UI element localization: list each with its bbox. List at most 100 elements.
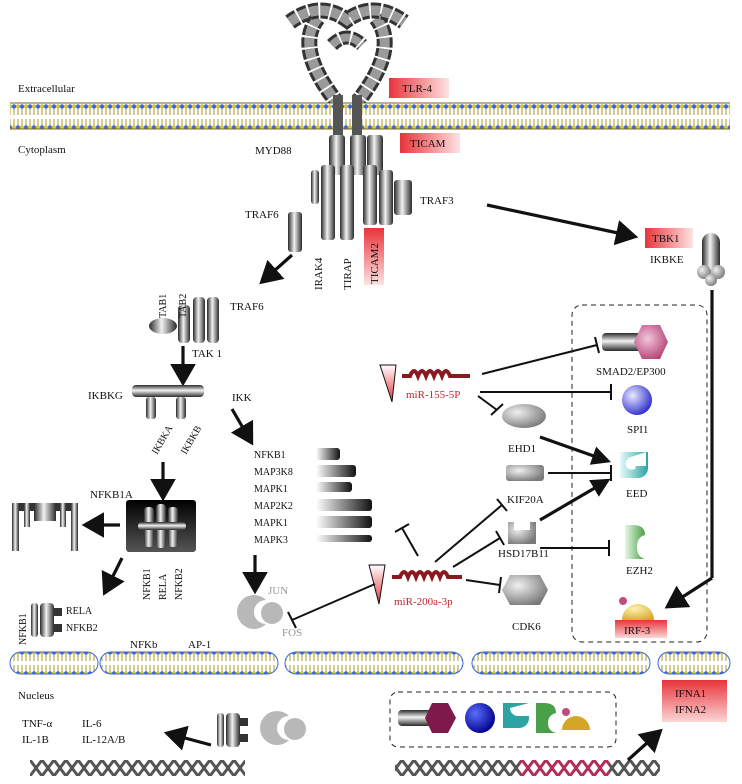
hsd17b11-icon	[508, 522, 536, 544]
spi1-label: SPI1	[627, 424, 648, 436]
target-interactions	[539, 435, 612, 556]
ikbka-label: IKBKA	[150, 423, 176, 457]
tak1-complex-icon	[149, 297, 219, 343]
jun-label: JUN	[268, 585, 288, 597]
eed-label: EED	[626, 488, 647, 500]
nfkb1a-complex-icon	[138, 504, 186, 548]
tlr4-label-box	[389, 78, 449, 98]
rela-b-label: RELA	[66, 606, 93, 617]
mapk-item-3: MAP2K2	[254, 501, 293, 512]
spi1-icon	[622, 385, 652, 415]
arrow-to-cytokines	[163, 725, 212, 751]
mapk-list: NFKB1 MAP3K8 MAPK1 MAP2K2 MAPK1 MAPK3	[254, 448, 372, 546]
mir155-label: miR-155-5P	[406, 389, 460, 401]
dna-strand-right	[395, 760, 520, 776]
ikbkg-label: IKBKG	[88, 390, 123, 402]
arrow-to-nfkb-dimer	[101, 557, 125, 596]
ifna2-label: IFNA2	[675, 704, 706, 716]
cytokine-tnfa: TNF-α	[22, 718, 52, 730]
nuclear-targets-box	[389, 691, 617, 748]
ikbke-icon	[697, 233, 725, 286]
mir200a-hairpin-icon	[392, 570, 462, 583]
nuclear-ap1-icon	[260, 711, 306, 745]
adaptor-proteins	[288, 135, 412, 252]
nfkb1-label: NFKB1	[142, 568, 153, 600]
tab2-label: TAB2	[178, 294, 189, 318]
nfkb-dimer-icon	[31, 603, 62, 637]
cytokine-il1b: IL-1B	[22, 734, 49, 746]
irf3-label: IRF-3	[624, 625, 651, 637]
mirna-targets-box	[571, 304, 708, 643]
mapk-item-1: MAP3K8	[254, 467, 293, 478]
tab1-label: TAB1	[158, 294, 169, 318]
arrow-traf3-to-tbk1	[486, 203, 639, 246]
extracellular-label: Extracellular	[18, 83, 75, 95]
arrow-ikbke-to-irf3	[664, 576, 713, 609]
mapk-item-0: NFKB1	[254, 450, 286, 461]
nfkb2-b-label: NFKB2	[66, 623, 98, 634]
ikbke-label: IKBKE	[650, 254, 684, 266]
ticam2-label: TICAM2	[369, 243, 381, 284]
kif20a-label: KIF20A	[507, 494, 544, 506]
smad2-label: SMAD2/EP300	[596, 366, 666, 378]
ticam-label-box	[400, 133, 460, 153]
plasma-membrane	[10, 103, 730, 129]
nfkb2-label: NFKB2	[174, 568, 185, 600]
nfkb-complex-label: NFKb	[130, 639, 158, 651]
cdk6-label: CDK6	[512, 621, 541, 633]
ticam2-label-box	[364, 228, 384, 285]
arrow-traf6-to-tak1	[259, 253, 294, 285]
nfkb1a-label: NFKB1A	[90, 489, 133, 501]
myd88-label: MYD88	[255, 145, 292, 157]
tirap-label: TIRAP	[342, 258, 354, 290]
nucleus-label: Nucleus	[18, 690, 54, 702]
ezh2-icon	[625, 525, 645, 559]
mir155-hairpin-icon	[402, 369, 470, 382]
mir155-triangle	[379, 364, 397, 403]
fos-label: FOS	[282, 627, 302, 639]
smad2-icon	[602, 325, 668, 359]
tlr4-transmembrane	[333, 95, 343, 135]
irak4-label: IRAK4	[313, 257, 325, 290]
cytoplasm-label: Cytoplasm	[18, 144, 66, 156]
ezh2-label: EZH2	[626, 565, 653, 577]
traf6-lower-label: TRAF6	[230, 301, 264, 313]
nuclear-nfkb-icon	[217, 713, 248, 747]
mir200a-label: miR-200a-3p	[394, 596, 453, 608]
tlr4-label: TLR-4	[402, 83, 432, 95]
dna-strand-left	[30, 760, 245, 776]
ikbkg-complex-icon	[132, 385, 204, 419]
mapk-item-2: MAPK1	[254, 484, 288, 495]
tbk1-label-box	[645, 228, 693, 248]
ap1-label: AP-1	[188, 639, 211, 651]
kif20a-icon	[506, 465, 544, 481]
traf6-upper-label: TRAF6	[245, 209, 279, 221]
ehd1-icon	[502, 404, 546, 428]
ticam-label: TICAM	[410, 138, 446, 150]
ifna-box	[662, 680, 727, 722]
nuclear-membrane	[9, 651, 731, 675]
tbk1-label: TBK1	[652, 233, 680, 245]
ehd1-label: EHD1	[508, 443, 536, 455]
nuclear-targets-icons	[398, 703, 590, 733]
arrow-to-ifna	[626, 728, 663, 762]
mapk-item-5: MAPK3	[254, 535, 288, 546]
rela-label: RELA	[158, 573, 169, 600]
ap1-complex-icon	[237, 595, 283, 629]
tak1-label: TAK 1	[192, 348, 222, 360]
degraded-ikb-icon	[12, 503, 78, 551]
mir200a-inhibitions	[287, 498, 508, 629]
tlr4-receptor-icon	[285, 2, 409, 105]
dna-strand-target	[520, 760, 610, 776]
ikbkb-label: IKBKB	[179, 424, 204, 457]
traf3-label: TRAF3	[420, 195, 454, 207]
cytokine-il12: IL-12A/B	[82, 734, 125, 746]
arrow-ikk-to-mapk	[230, 408, 254, 446]
nfkb1-b-label: NFKB1	[18, 613, 29, 645]
cytokine-il6: IL-6	[82, 718, 102, 730]
ikk-label: IKK	[232, 392, 252, 404]
irf3-icon	[622, 604, 654, 620]
mir155-inhibitions	[477, 336, 612, 416]
mapk-item-4: MAPK1	[254, 518, 288, 529]
